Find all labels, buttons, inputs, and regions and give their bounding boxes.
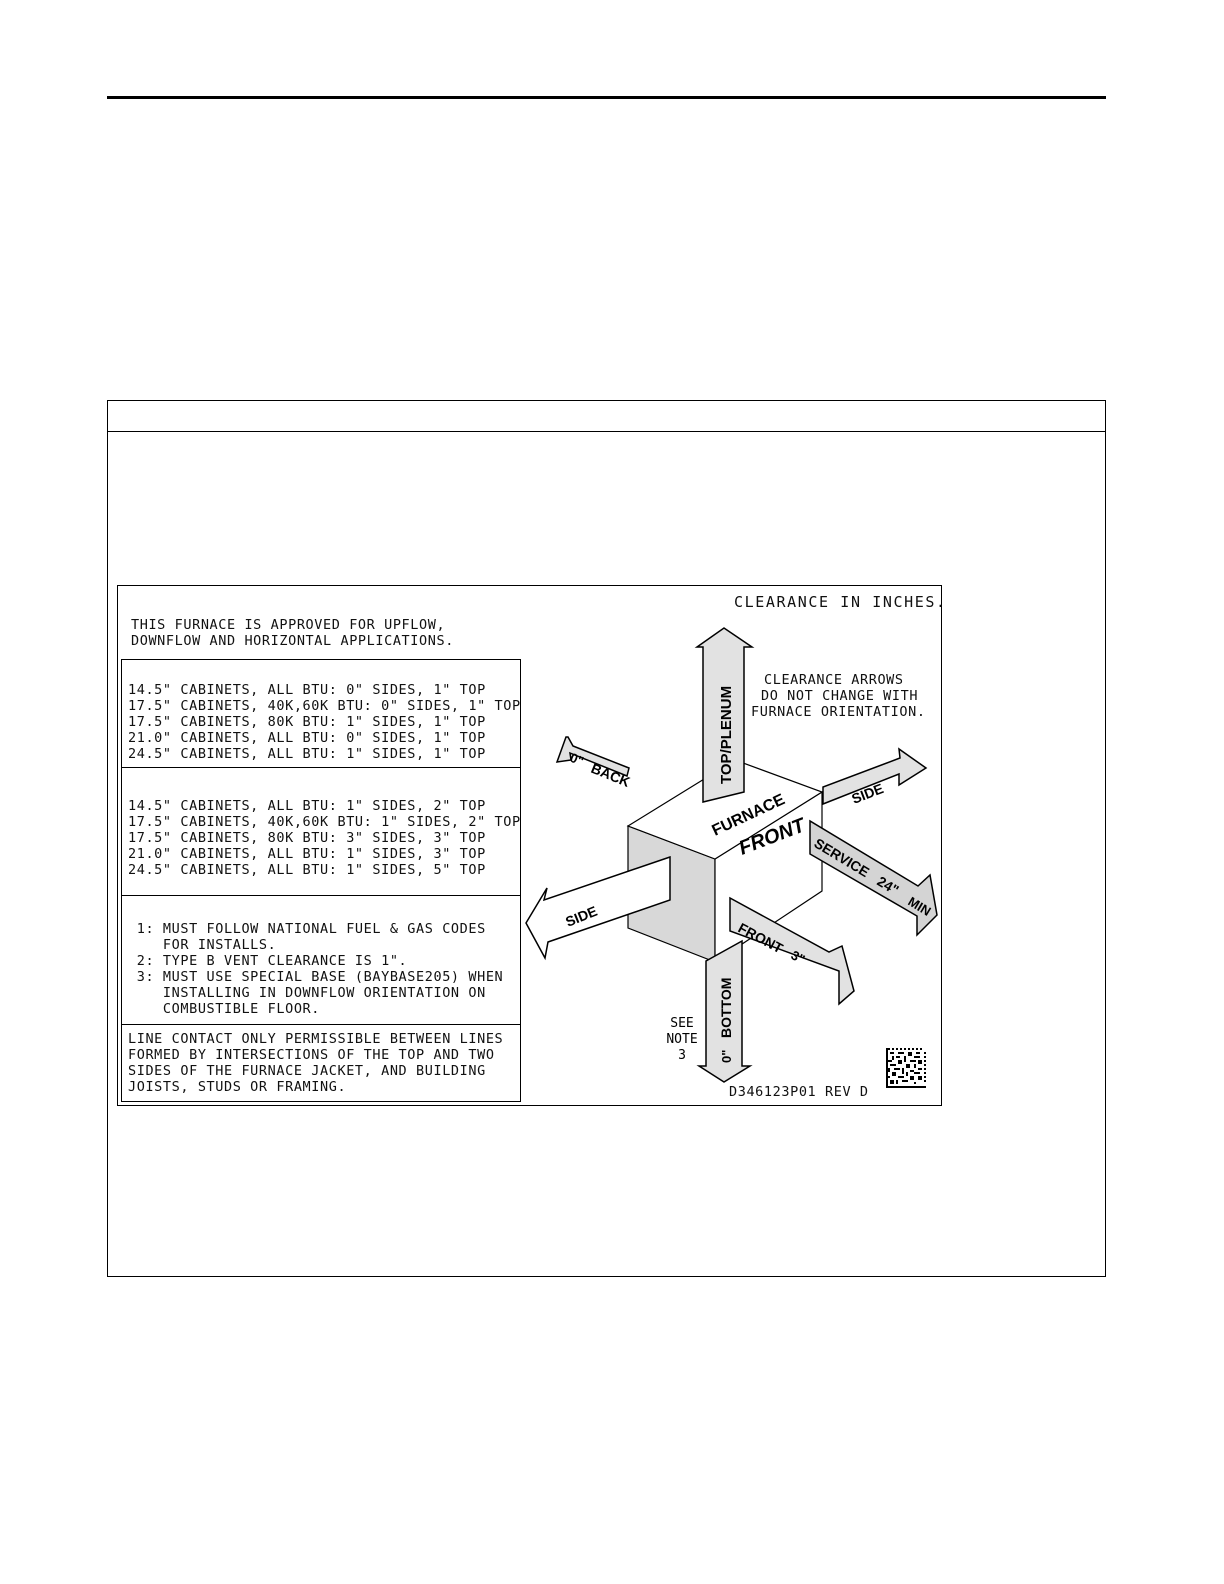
bottom-text: BOTTOM — [718, 978, 734, 1038]
clearance-diagram: TOP/PLENUM BOTTOM 0" 0" BACK SIDE SIDE F… — [525, 627, 938, 1083]
bottom-value-text: 0" — [719, 1050, 734, 1063]
note-line-2: FOR INSTALLS. — [128, 937, 277, 953]
note-line-5: INSTALLING IN DOWNFLOW ORIENTATION ON — [128, 985, 486, 1001]
side-right-arrow — [822, 747, 928, 806]
see-note-line1: SEE — [670, 1016, 693, 1031]
line-contact-2: FORMED BY INTERSECTIONS OF THE TOP AND T… — [128, 1047, 495, 1063]
table-b-row-3: 17.5" CABINETS, 80K BTU: 3" SIDES, 3" TO… — [128, 830, 486, 846]
line-contact-3: SIDES OF THE FURNACE JACKET, AND BUILDIN… — [128, 1063, 486, 1079]
back-arrow — [555, 736, 630, 778]
front-clearance-arrow — [729, 896, 855, 1006]
service-arrow — [809, 819, 938, 937]
table-b-row-4: 21.0" CABINETS, ALL BTU: 1" SIDES, 3" TO… — [128, 846, 486, 862]
line-contact-box: LINE CONTACT ONLY PERMISSIBLE BETWEEN LI… — [121, 1024, 521, 1102]
arrows-note-line2: DO NOT CHANGE WITH — [761, 688, 919, 704]
figure-header-row — [108, 401, 1105, 432]
figure-frame — [107, 400, 1106, 1277]
note-line-6: COMBUSTIBLE FLOOR. — [128, 1001, 321, 1017]
cube-top-face — [626, 759, 824, 860]
clearance-label: TOP/PLENUM BOTTOM 0" 0" BACK SIDE SIDE F… — [117, 585, 945, 1106]
bottom-arrow — [696, 939, 753, 1083]
arrows-note-line1: CLEARANCE ARROWS — [764, 672, 904, 688]
side-left-arrow — [525, 855, 671, 961]
table-a-row-1: 14.5" CABINETS, ALL BTU: 0" SIDES, 1" TO… — [128, 682, 486, 698]
see-note-line2: NOTE — [666, 1032, 697, 1047]
top-plenum-arrow — [694, 627, 755, 803]
approval-line1: THIS FURNACE IS APPROVED FOR UPFLOW, — [131, 617, 446, 633]
clearance-table-b: 14.5" CABINETS, ALL BTU: 1" SIDES, 2" TO… — [121, 767, 521, 896]
note-line-3: 2: TYPE B VENT CLEARANCE IS 1". — [128, 953, 408, 969]
note-line-4: 3: MUST USE SPECIAL BASE (BAYBASE205) WH… — [128, 969, 504, 985]
notes-box: 1: MUST FOLLOW NATIONAL FUEL & GAS CODES… — [121, 895, 521, 1026]
arrows-note-line3: FURNACE ORIENTATION. — [751, 704, 926, 720]
front-value-text: 3" — [789, 947, 808, 967]
top-plenum-text: TOP/PLENUM — [718, 686, 735, 784]
table-a-row-3: 17.5" CABINETS, 80K BTU: 1" SIDES, 1" TO… — [128, 714, 486, 730]
back-value-text: 0" — [568, 750, 586, 769]
table-a-row-2: 17.5" CABINETS, 40K,60K BTU: 0" SIDES, 1… — [128, 698, 521, 714]
table-a-row-4: 21.0" CABINETS, ALL BTU: 0" SIDES, 1" TO… — [128, 730, 486, 746]
see-note-line3: 3 — [678, 1048, 686, 1063]
table-b-row-1: 14.5" CABINETS, ALL BTU: 1" SIDES, 2" TO… — [128, 798, 486, 814]
header-rule — [107, 96, 1106, 99]
table-a-row-5: 24.5" CABINETS, ALL BTU: 1" SIDES, 1" TO… — [128, 746, 486, 762]
datamatrix-barcode-icon — [886, 1048, 926, 1088]
line-contact-1: LINE CONTACT ONLY PERMISSIBLE BETWEEN LI… — [128, 1031, 504, 1047]
table-b-row-2: 17.5" CABINETS, 40K,60K BTU: 1" SIDES, 2… — [128, 814, 521, 830]
note-line-1: 1: MUST FOLLOW NATIONAL FUEL & GAS CODES — [128, 921, 486, 937]
approval-line2: DOWNFLOW AND HORIZONTAL APPLICATIONS. — [131, 633, 454, 649]
part-number: D346123P01 REV D — [729, 1084, 869, 1100]
clearance-title: CLEARANCE IN INCHES. — [734, 593, 947, 611]
table-b-row-5: 24.5" CABINETS, ALL BTU: 1" SIDES, 5" TO… — [128, 862, 486, 878]
clearance-table-a: 14.5" CABINETS, ALL BTU: 0" SIDES, 1" TO… — [121, 659, 521, 768]
line-contact-4: JOISTS, STUDS OR FRAMING. — [128, 1079, 347, 1095]
